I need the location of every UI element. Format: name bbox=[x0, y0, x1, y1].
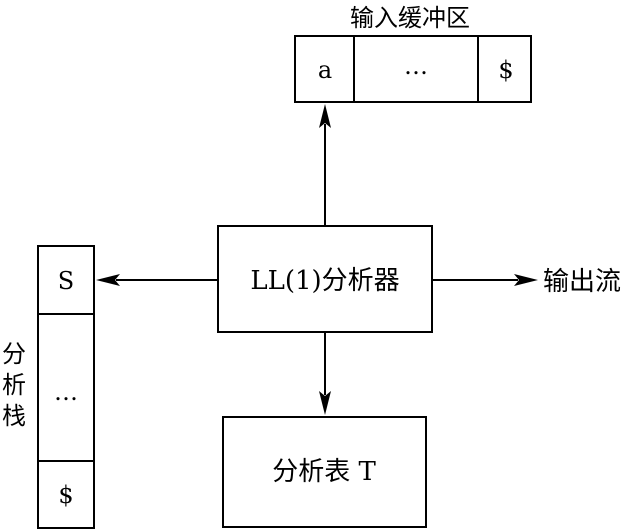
stack-title-char: 析 bbox=[2, 371, 26, 399]
input-buffer-cell: … bbox=[404, 52, 428, 80]
arrow-parser-to-table bbox=[319, 332, 331, 415]
input-buffer-cell: a bbox=[318, 56, 332, 84]
arrow-head bbox=[514, 274, 538, 286]
stack-frame bbox=[37, 245, 95, 529]
input-buffer-cell: $ bbox=[498, 56, 513, 84]
parser: LL(1)分析器 bbox=[217, 225, 433, 333]
parse-table-label: 分析表 T bbox=[272, 457, 376, 487]
stack-cell: S bbox=[58, 267, 74, 295]
parser-label: LL(1)分析器 bbox=[250, 266, 399, 296]
stack-title-char: 栈 bbox=[2, 402, 26, 430]
arrow-head bbox=[96, 274, 120, 286]
stack-cell: $ bbox=[58, 481, 73, 509]
input-buffer-title: 输入缓冲区 bbox=[350, 4, 470, 32]
parse-table-box bbox=[222, 416, 427, 528]
arrow-parser-to-stack bbox=[96, 274, 218, 286]
stack-title-char: 分 bbox=[2, 340, 26, 368]
arrow-head bbox=[319, 391, 331, 415]
arrow-parser-to-output bbox=[432, 274, 538, 286]
stack-cell: … bbox=[54, 378, 78, 406]
input-buffer-frame bbox=[294, 35, 532, 103]
analysis-stack: S … $ 分 析 栈 bbox=[2, 245, 95, 529]
arrow-head bbox=[319, 104, 331, 128]
arrow-parser-to-input bbox=[319, 104, 331, 226]
input-buffer: 输入缓冲区 a … $ bbox=[294, 4, 532, 103]
parse-table: 分析表 T bbox=[222, 416, 427, 528]
output-stream-label: 输出流 bbox=[543, 267, 621, 297]
